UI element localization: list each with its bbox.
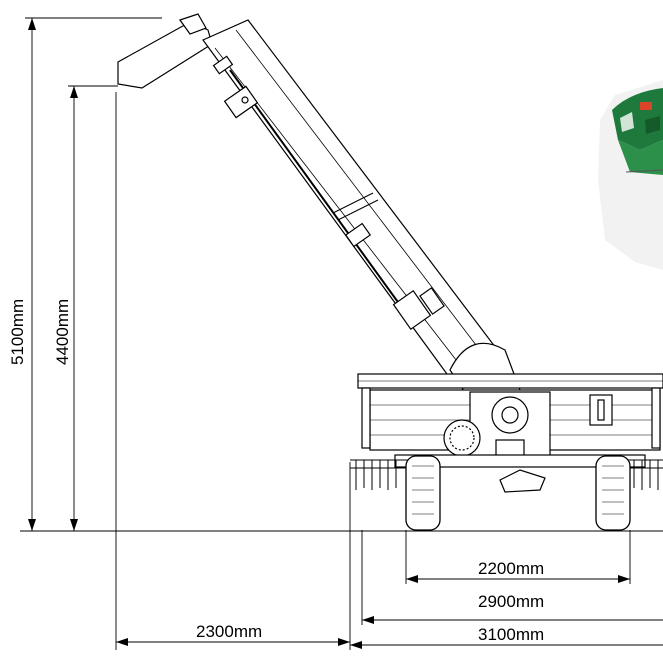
discharge-spout bbox=[117, 21, 213, 89]
right-wheel bbox=[595, 455, 631, 531]
label-5100: 5100mm bbox=[8, 299, 27, 365]
spout-cap bbox=[179, 13, 207, 35]
label-4400: 4400mm bbox=[53, 299, 72, 365]
label-2200: 2200mm bbox=[478, 559, 544, 578]
machine-body bbox=[357, 373, 663, 493]
label-3100: 3100mm bbox=[478, 625, 544, 644]
arrowheads bbox=[28, 18, 630, 649]
left-wheel bbox=[405, 455, 441, 531]
label-2300: 2300mm bbox=[196, 622, 262, 641]
label-2900: 2900mm bbox=[478, 592, 544, 611]
auger-arm bbox=[117, 13, 521, 401]
dimension-lines bbox=[20, 17, 663, 650]
lower-chassis bbox=[394, 454, 646, 468]
machine-photo-inset bbox=[598, 80, 663, 270]
